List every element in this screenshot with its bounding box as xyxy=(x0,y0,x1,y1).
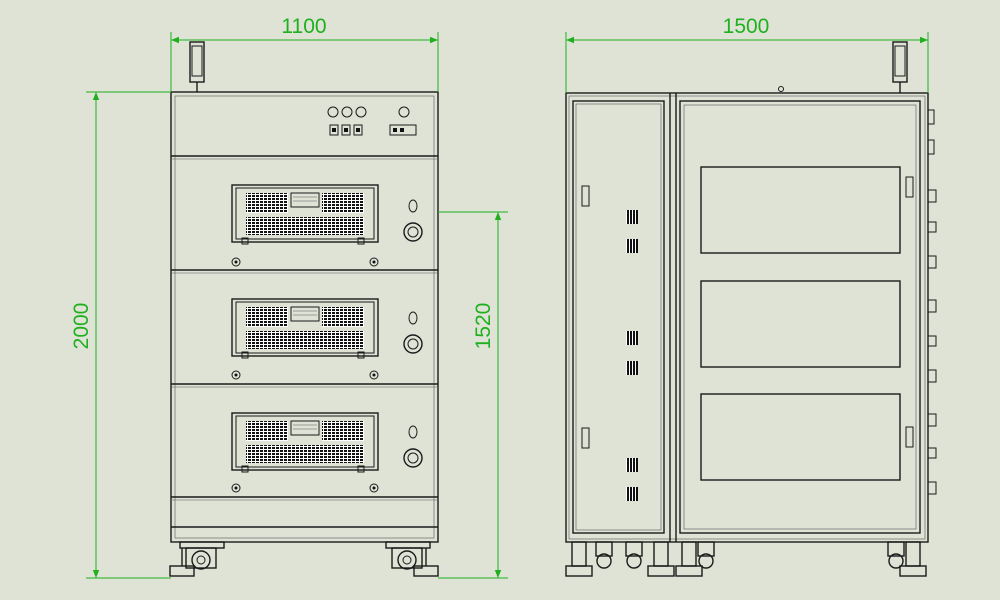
side-left-door xyxy=(572,100,665,534)
power-module-3 xyxy=(171,412,438,501)
side-panel-1 xyxy=(700,166,901,254)
side-right-connectors xyxy=(927,109,937,495)
front-right-caster xyxy=(385,541,439,577)
power-module-1 xyxy=(171,184,438,274)
side-right-door xyxy=(679,100,921,534)
side-view xyxy=(565,41,937,577)
front-view xyxy=(169,41,439,577)
power-module-2 xyxy=(171,298,438,388)
dimension-lines xyxy=(86,32,929,579)
control-panel xyxy=(327,106,417,136)
dim-side-depth: 1500 xyxy=(723,15,770,38)
front-cabinet-outline xyxy=(170,91,439,543)
side-cabinet-outline xyxy=(565,92,929,543)
side-panel-3 xyxy=(700,393,901,481)
side-casters xyxy=(565,541,927,577)
dim-front-width: 1100 xyxy=(281,15,326,38)
front-left-caster xyxy=(169,541,225,577)
side-panel-2 xyxy=(700,280,901,368)
dim-module-height: 1520 xyxy=(472,303,495,350)
dim-total-height: 2000 xyxy=(70,303,93,350)
